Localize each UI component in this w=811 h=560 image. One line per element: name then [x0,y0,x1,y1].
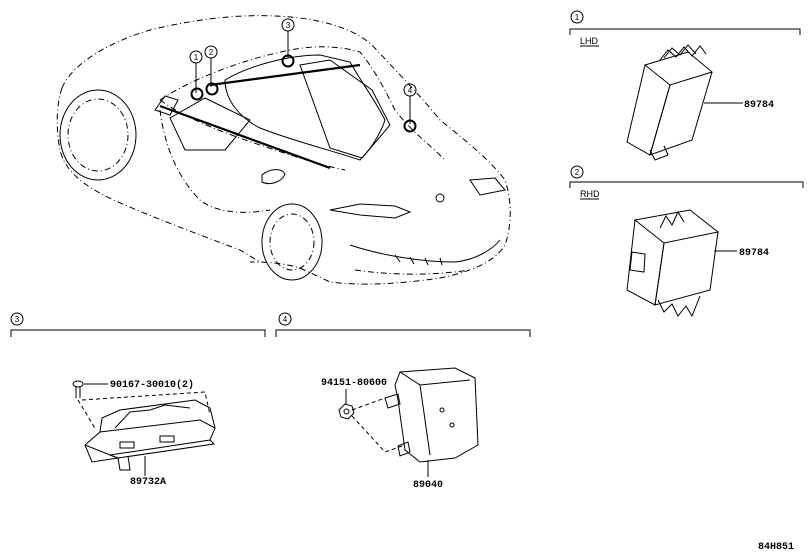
part-number-89732A: 89732A [130,477,166,488]
section-1-variant: LHD [580,36,599,46]
section-1-number: 1 [575,13,580,22]
section-4-number: 4 [283,315,288,324]
location-marker-3 [281,54,295,68]
callout-4-label: 4 [408,86,413,95]
location-marker-2 [205,82,219,96]
callout-1: 1 [189,50,203,64]
module-89784-lhd [626,44,714,161]
section-2-number: 2 [575,168,580,177]
callout-3: 3 [281,18,295,32]
section-2-variant: RHD [580,189,600,199]
bolt-icon [72,380,84,398]
part-number-89784-rhd: 89784 [739,248,769,259]
callout-1-label: 1 [194,53,199,62]
section-2: 2 RHD 89784 [569,165,804,318]
section-4: 4 94151-80600 89040 [275,312,531,491]
callout-2-label: 2 [209,48,214,57]
section-3: 3 90167-30010(2) 89732A [10,312,266,488]
part-number-89784-lhd: 89784 [744,100,774,111]
callout-2: 2 [204,45,218,59]
bolt-part-number: 90167-30010(2) [110,379,194,391]
figure-code: 84H851 [758,542,794,553]
nut-part-number: 94151-80600 [321,378,387,389]
car-illustration: 1 2 3 4 [56,15,511,285]
module-89040 [384,367,479,463]
part-number-89040: 89040 [413,480,443,491]
location-marker-4 [403,119,417,133]
module-89732A [84,399,216,471]
callout-4: 4 [403,83,417,97]
section-1: 1 LHD 89784 [569,10,801,161]
callout-3-label: 3 [286,21,291,30]
location-marker-1 [190,87,204,101]
module-89784-rhd [626,209,720,318]
nut-icon [338,403,355,420]
section-3-number: 3 [15,315,20,324]
